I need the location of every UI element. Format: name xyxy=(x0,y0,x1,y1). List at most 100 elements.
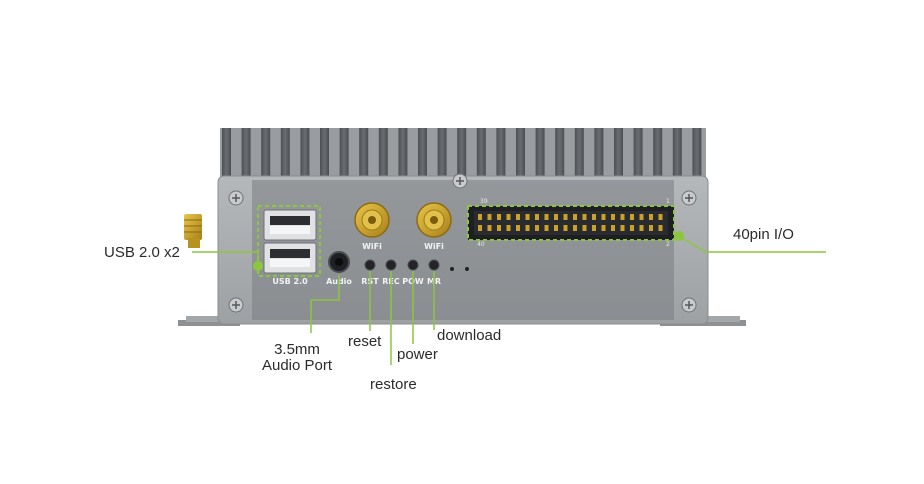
gpio-callout: 40pin I/O xyxy=(733,226,794,243)
usb-port-icon xyxy=(263,242,317,274)
audio-jack-icon xyxy=(328,251,350,273)
heatsink-fin xyxy=(692,128,702,178)
gpio-pin xyxy=(639,214,644,220)
heatsink-fin xyxy=(574,128,584,178)
heatsink-fin xyxy=(320,128,329,178)
gpio-pin xyxy=(487,225,492,231)
gpio-pin xyxy=(487,214,492,220)
gpio-pin xyxy=(649,225,653,231)
gpio-pin xyxy=(554,225,558,231)
pow-led xyxy=(407,259,419,271)
front-plate xyxy=(252,180,674,320)
gpio-pin xyxy=(516,225,520,231)
indicator-dot xyxy=(450,267,454,271)
pin-1-label: 1 xyxy=(666,198,670,205)
gpio-pin xyxy=(554,214,558,220)
gpio-pin xyxy=(620,214,625,220)
heatsink-fins xyxy=(220,128,706,180)
gpio-pin xyxy=(497,225,501,231)
gpio-pin xyxy=(525,225,530,231)
heatsink-fin xyxy=(457,128,467,178)
screw-icon xyxy=(452,173,468,189)
gpio-pin xyxy=(478,225,482,231)
rec-button xyxy=(385,259,397,271)
screw-icon xyxy=(228,190,244,206)
heatsink-fin xyxy=(280,128,290,178)
gpio-header-icon xyxy=(467,205,675,241)
heatsink-fin xyxy=(653,128,663,178)
pin-2-label: 2 xyxy=(666,241,670,248)
heatsink-fin xyxy=(222,128,231,178)
heatsink-fin xyxy=(300,128,310,178)
gpio-pin xyxy=(658,225,663,231)
heatsink-fin xyxy=(496,128,506,178)
heatsink-fin xyxy=(359,128,369,178)
screw-icon xyxy=(228,297,244,313)
heatsink-fin xyxy=(241,128,251,178)
download-callout: download xyxy=(437,327,502,344)
heatsink-fin xyxy=(594,128,604,178)
gpio-pin xyxy=(544,225,549,231)
gpio-pin xyxy=(506,225,511,231)
gpio-pin xyxy=(535,225,539,231)
audio-callout-line2: Audio Port xyxy=(261,357,333,374)
gpio-pin xyxy=(497,214,501,220)
antenna-icon xyxy=(416,202,452,238)
heatsink-fin xyxy=(555,128,565,178)
wifi-left-label: WiFi xyxy=(362,242,382,251)
heatsink-fin xyxy=(633,128,643,178)
gpio-pin xyxy=(630,225,634,231)
heatsink-fin xyxy=(437,128,447,178)
usb-port-icon xyxy=(263,209,317,241)
heatsink-fin xyxy=(476,128,486,178)
heatsink-fin xyxy=(516,128,525,178)
mr-button xyxy=(428,259,440,271)
gpio-pin xyxy=(525,214,530,220)
gpio-pin xyxy=(544,214,549,220)
indicator-dot xyxy=(465,267,469,271)
power-callout: power xyxy=(397,346,438,363)
gpio-pin xyxy=(592,214,596,220)
gpio-pin xyxy=(601,225,606,231)
heatsink-fin xyxy=(535,128,545,178)
gpio-pin xyxy=(573,214,577,220)
gpio-pin xyxy=(658,214,663,220)
heatsink-fin xyxy=(378,128,388,178)
pin-39-label: 39 xyxy=(480,198,488,205)
heatsink-fin xyxy=(339,128,349,178)
heatsink-fin xyxy=(261,128,271,178)
gpio-pin xyxy=(573,225,577,231)
gpio-pin xyxy=(611,214,615,220)
gpio-pin xyxy=(601,214,606,220)
antenna-icon xyxy=(184,214,202,248)
screw-icon xyxy=(681,190,697,206)
gpio-pin xyxy=(563,214,568,220)
gpio-pin xyxy=(582,225,587,231)
heatsink-fin xyxy=(614,128,623,178)
restore-callout: restore xyxy=(370,376,417,393)
gpio-pin xyxy=(506,214,511,220)
gpio-pin xyxy=(516,214,520,220)
audio-callout-line1: 3.5mm xyxy=(274,341,320,358)
gpio-pin xyxy=(563,225,568,231)
gpio-pin xyxy=(592,225,596,231)
usb-highlight xyxy=(257,205,321,277)
gpio-pin xyxy=(611,225,615,231)
callout-dots xyxy=(253,231,684,271)
gpio-pin xyxy=(535,214,539,220)
usb-panel-label: USB 2.0 xyxy=(272,277,308,286)
heatsink-fin xyxy=(418,128,427,178)
wifi-right-label: WiFi xyxy=(424,242,444,251)
usb-callout: USB 2.0 x2 xyxy=(104,244,180,261)
gpio-pin xyxy=(649,214,653,220)
reset-callout: reset xyxy=(348,333,382,350)
gpio-pin xyxy=(620,225,625,231)
heatsink-fin xyxy=(672,128,682,178)
pin-40-label: 40 xyxy=(477,241,485,248)
gpio-pin xyxy=(478,214,482,220)
gpio-pin xyxy=(582,214,587,220)
rst-button xyxy=(364,259,376,271)
gpio-pin xyxy=(630,214,634,220)
